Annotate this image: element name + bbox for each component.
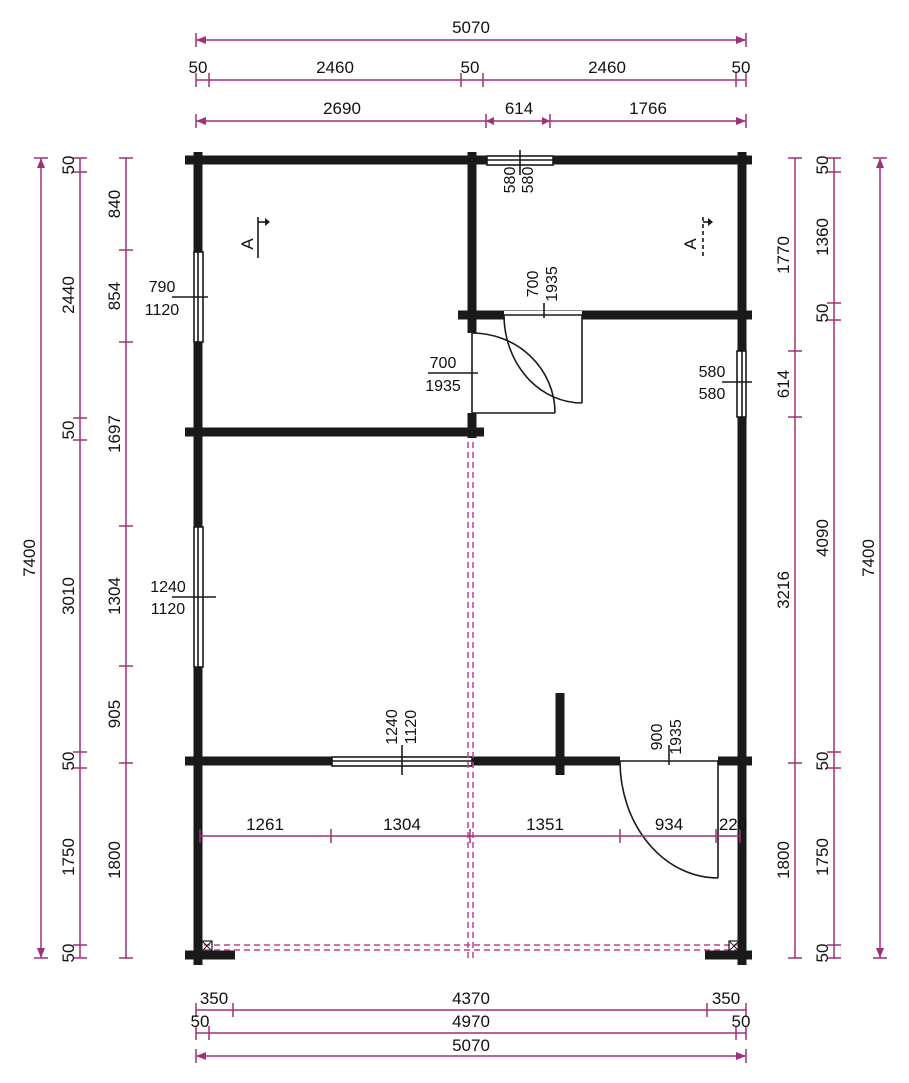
dim-top-row2-d: 2460 (588, 58, 626, 77)
door-side-w: 700 (430, 355, 457, 372)
corner-posts (201, 940, 740, 952)
dim-right-inner-3: 3216 (774, 571, 793, 609)
door-top-h: 1935 (544, 266, 561, 302)
win-mid-h: 1120 (403, 710, 420, 745)
windows (172, 150, 752, 775)
door-side-h: 1935 (425, 378, 461, 395)
section-label-left: A (238, 238, 257, 250)
dim-left-inner-5: 905 (105, 700, 124, 728)
dimension-labels-left-inner: 840 854 1697 1304 905 1800 (105, 190, 124, 879)
dim-top-row2-e: 50 (732, 58, 751, 77)
door-swing-front (619, 760, 719, 879)
dimension-labels-interior: 1261 1304 1351 934 220 (246, 815, 747, 834)
dim-right-outer-1: 50 (813, 156, 832, 175)
dim-left-inner-1: 840 (105, 190, 124, 218)
dim-left-outer-6: 1750 (59, 838, 78, 876)
dim-right-outer-6: 1750 (813, 838, 832, 876)
dim-bot-row1-b: 4370 (452, 989, 490, 1008)
dimension-labels-top: 5070 50 2460 50 2460 50 2690 614 1766 (189, 18, 751, 118)
dim-int-3: 1351 (526, 815, 564, 834)
dim-top-row3-a: 2690 (323, 99, 361, 118)
dim-right-outer-7: 50 (813, 944, 832, 963)
dim-bot-row2-c: 50 (732, 1012, 751, 1031)
win-left-upper-w: 790 (149, 279, 176, 296)
dim-right-total: 7400 (859, 539, 878, 577)
dim-int-4: 934 (655, 815, 683, 834)
dim-left-outer-2: 2440 (59, 276, 78, 314)
dim-left-inner-2: 854 (105, 282, 124, 310)
dim-right-outer-4: 4090 (813, 519, 832, 557)
dim-bot-row1-a: 350 (200, 989, 228, 1008)
dim-right-outer-2: 1360 (813, 218, 832, 256)
dim-top-row3-b: 614 (505, 99, 533, 118)
dim-int-1: 1261 (246, 815, 284, 834)
win-mid-w: 1240 (384, 709, 401, 745)
section-marker-right: A (681, 217, 713, 258)
win-left-lower-w: 1240 (150, 579, 186, 596)
door-front-h: 1935 (668, 719, 685, 755)
dim-right-outer-5: 50 (813, 752, 832, 771)
dim-left-inner-3: 1697 (105, 415, 124, 453)
dim-top-total: 5070 (452, 18, 490, 37)
dim-left-total: 7400 (20, 539, 39, 577)
dimension-left-inner (119, 157, 133, 959)
dim-right-outer-3: 50 (813, 304, 832, 323)
door-swing-side (471, 332, 556, 414)
dimension-right-inner (788, 157, 802, 959)
dim-left-inner-4: 1304 (105, 577, 124, 615)
win-right-w: 580 (699, 364, 726, 381)
door-swing-top (503, 314, 583, 404)
win-top-w: 580 (502, 167, 519, 194)
dim-top-row2-b: 2460 (316, 58, 354, 77)
section-label-right: A (681, 238, 700, 250)
dim-bot-total: 5070 (452, 1036, 490, 1055)
door-top-w: 700 (525, 271, 542, 298)
dim-left-outer-5: 50 (59, 752, 78, 771)
dimension-labels-left-outer: 7400 50 2440 50 3010 50 1750 50 (20, 156, 78, 963)
win-top-h: 580 (520, 167, 537, 194)
dimension-right-outer (827, 157, 887, 959)
dim-bot-row2-a: 50 (191, 1012, 210, 1031)
dimension-interior (199, 829, 741, 843)
dim-right-inner-2: 614 (774, 370, 793, 398)
dimension-labels-bottom: 350 4370 350 50 4970 50 5070 (191, 989, 751, 1055)
dimension-bottom (195, 1003, 747, 1063)
dim-left-outer-4: 3010 (59, 577, 78, 615)
dimension-left-outer (34, 157, 87, 959)
win-right-h: 580 (699, 386, 726, 403)
dimension-labels-right-outer: 50 1360 50 4090 50 1750 50 7400 (813, 156, 878, 963)
opening-labels: 580 580 790 1120 1240 1120 580 580 1240 … (145, 167, 726, 755)
dim-int-2: 1304 (383, 815, 421, 834)
dim-top-row2-c: 50 (461, 58, 480, 77)
dim-bot-row2-b: 4970 (452, 1012, 490, 1031)
dim-right-inner-4: 1800 (774, 841, 793, 879)
dim-left-inner-6: 1800 (105, 841, 124, 879)
dimension-labels-right-inner: 1770 614 3216 1800 (774, 236, 793, 879)
dim-left-outer-1: 50 (59, 156, 78, 175)
win-left-lower-h: 1120 (151, 601, 186, 618)
win-left-upper-h: 1120 (145, 302, 180, 319)
doors (428, 303, 719, 879)
dim-int-5: 220 (719, 815, 747, 834)
dim-left-outer-7: 50 (59, 944, 78, 963)
dim-top-row2-a: 50 (189, 58, 208, 77)
dimension-top (195, 33, 747, 128)
dashed-lines (204, 442, 738, 958)
dim-right-inner-1: 1770 (774, 236, 793, 274)
dim-left-outer-3: 50 (59, 421, 78, 440)
dim-bot-row1-c: 350 (712, 989, 740, 1008)
section-marker-left: A (238, 217, 270, 258)
dim-top-row3-c: 1766 (629, 99, 667, 118)
door-front-w: 900 (649, 724, 666, 751)
